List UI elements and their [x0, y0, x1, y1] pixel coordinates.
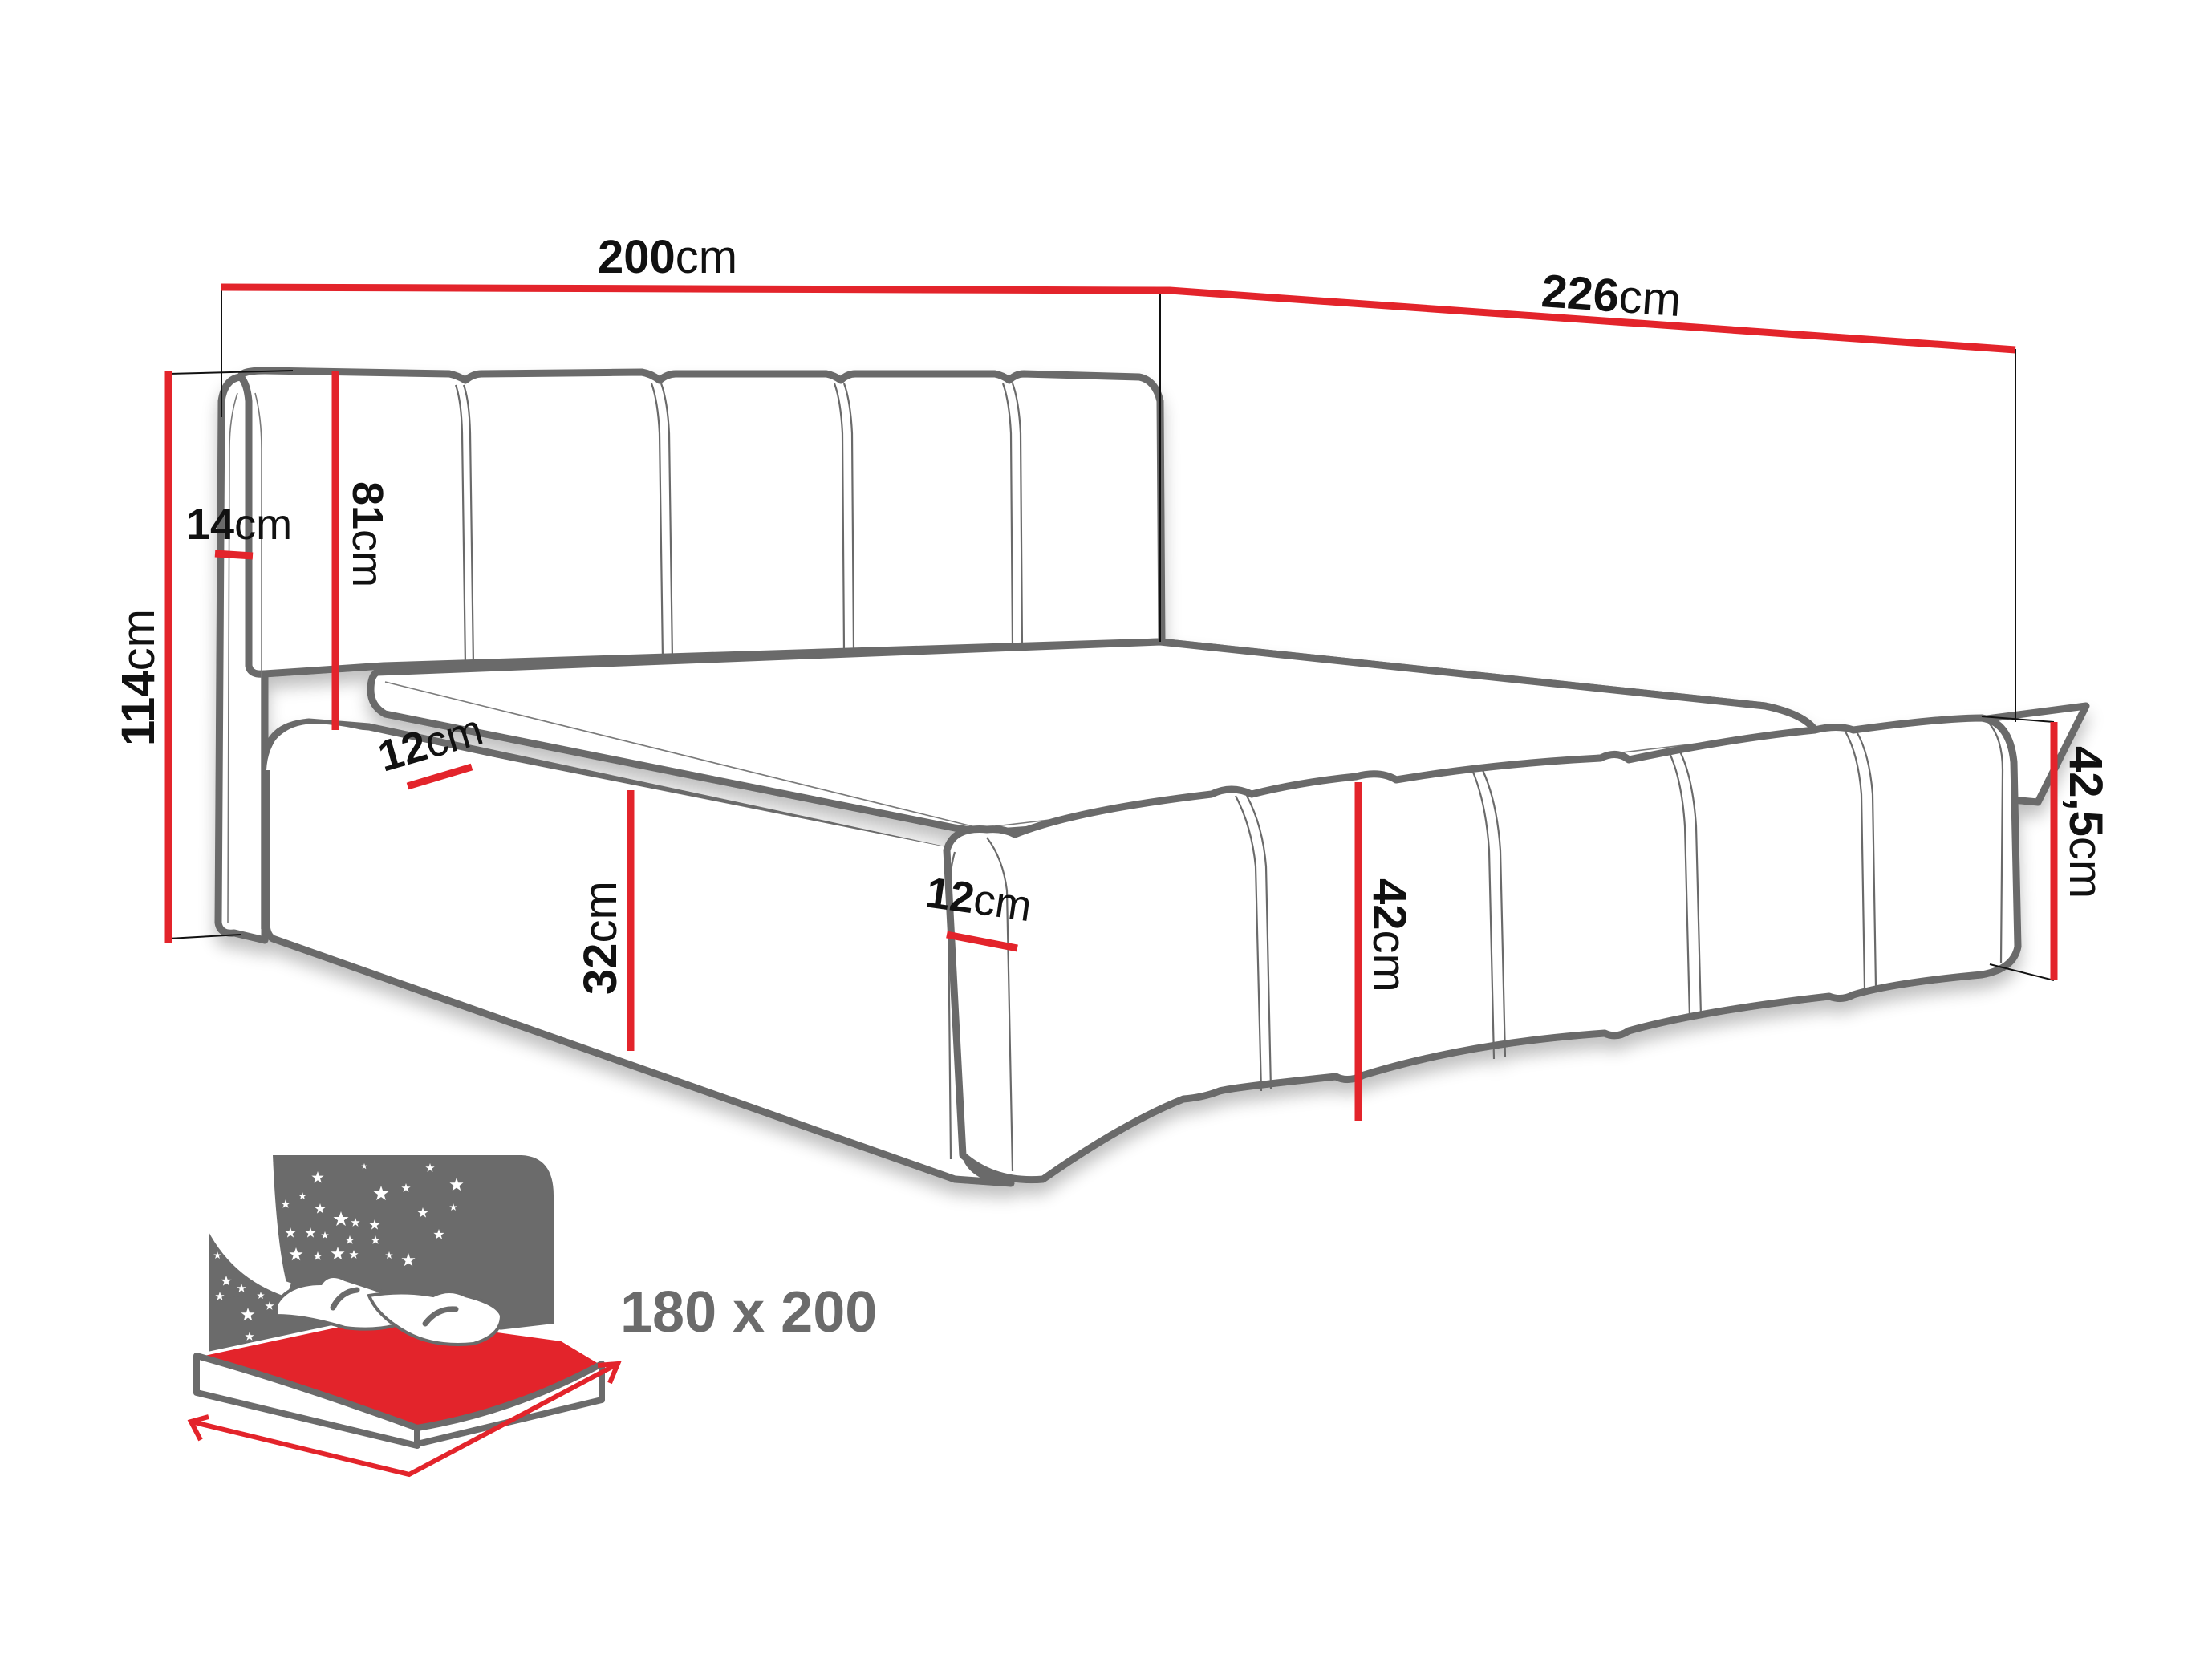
label-total-width: 200cm	[598, 231, 737, 283]
mattress-size-label: 180 x 200	[620, 1280, 877, 1345]
dim-line-total-width	[221, 283, 1161, 294]
dim-line-side-rail-thickness	[406, 763, 473, 790]
label-footboard-end-height: 42,5cm	[2060, 746, 2112, 898]
headboard-channels	[454, 383, 1024, 667]
label-headboard-thickness: 14cm	[186, 501, 292, 549]
dim-line-total-length	[1160, 286, 2016, 354]
dimension-lines	[164, 283, 2058, 1121]
bed-illustration	[214, 367, 2090, 1187]
label-side-frame-height: 32cm	[574, 881, 627, 995]
dimension-labels: 200cm 226cm 114cm 14cm 81cm 12cm 32cm 12…	[112, 231, 2112, 995]
label-headboard-height: 81cm	[343, 481, 392, 587]
label-footboard-thickness: 12cm	[923, 868, 1034, 931]
extension-lines	[168, 286, 2055, 981]
dim-line-headboard-thickness	[214, 550, 254, 560]
label-total-length: 226cm	[1540, 265, 1682, 327]
label-total-height: 114cm	[112, 609, 164, 746]
dim-line-footboard-thickness	[946, 931, 1018, 952]
footboard-channels	[947, 721, 2004, 1172]
mattress-size-badge: 180 x 200	[187, 1155, 877, 1478]
footboard	[943, 714, 2022, 1184]
label-footboard-height: 42cm	[1363, 878, 1415, 992]
bed-with-pillows-night-sky-icon	[187, 1155, 622, 1478]
